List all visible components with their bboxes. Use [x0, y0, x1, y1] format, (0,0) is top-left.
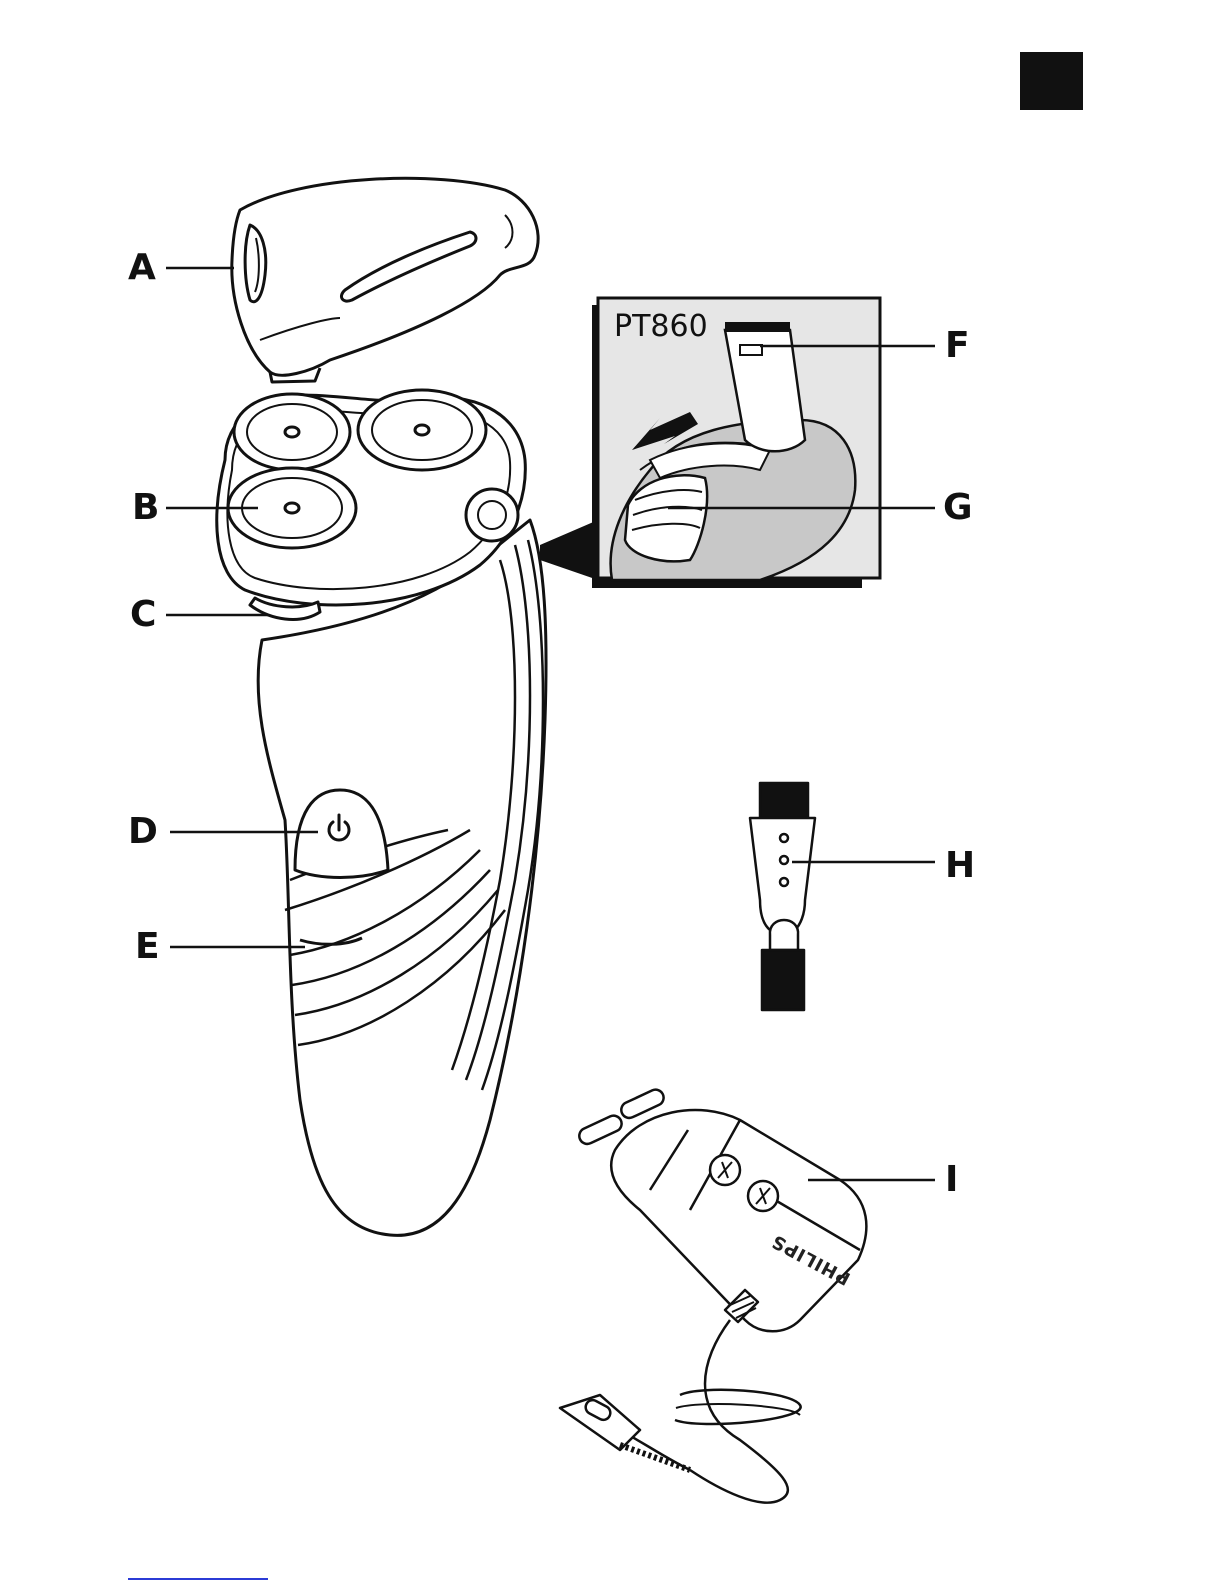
- label-d: D: [128, 814, 158, 850]
- protection-cap: [232, 178, 538, 382]
- footer-line: [128, 1578, 268, 1580]
- label-e: E: [135, 929, 160, 965]
- label-b: B: [132, 490, 159, 526]
- label-c: C: [130, 597, 156, 633]
- inset-connector: [540, 520, 598, 580]
- inset-model-number: PT860: [614, 312, 708, 342]
- label-a: A: [128, 250, 156, 286]
- language-tab: [1020, 52, 1083, 110]
- cleaning-brush: [750, 783, 815, 1010]
- label-i: I: [945, 1162, 958, 1198]
- label-f: F: [945, 328, 970, 364]
- adapter: [560, 1087, 866, 1503]
- shaver-body: [258, 520, 546, 1235]
- label-g: G: [943, 490, 973, 526]
- label-h: H: [945, 848, 975, 884]
